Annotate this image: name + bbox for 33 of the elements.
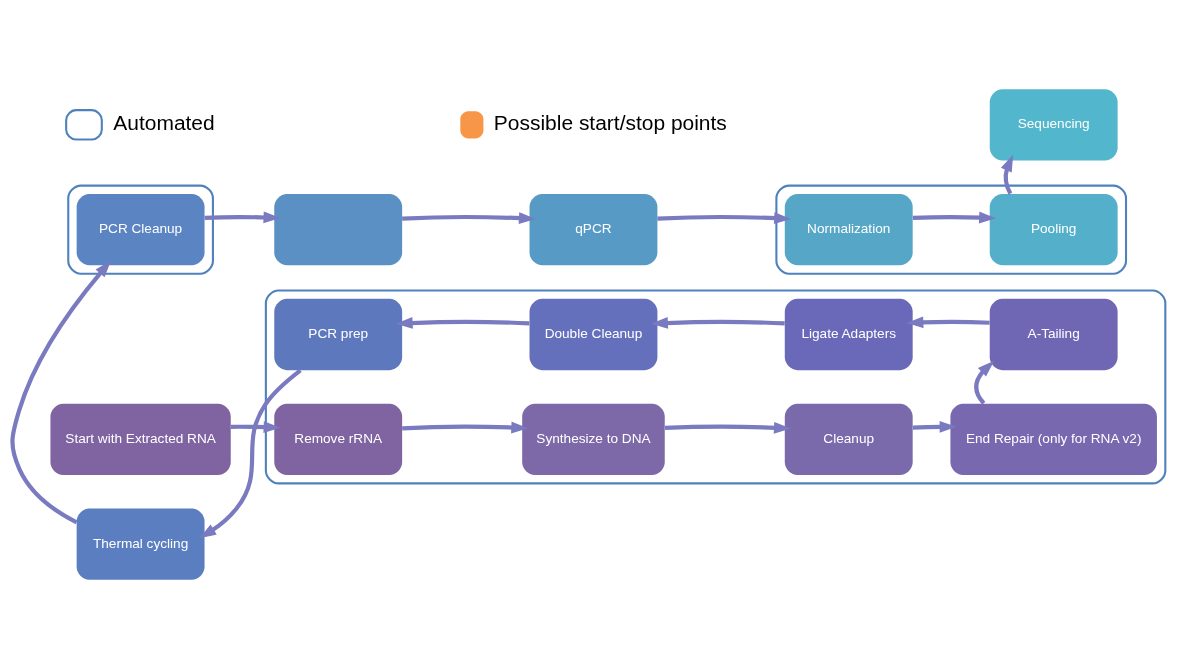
arrow [664, 421, 791, 434]
node-box [274, 194, 403, 266]
node-box: PCR Cleanup [76, 194, 205, 266]
arrow [395, 317, 530, 329]
cluster [67, 184, 214, 275]
node-box: Ligate Adapters [784, 298, 913, 371]
legend-label: Possible start/stop points [493, 111, 727, 135]
node-box: qPCR [529, 194, 658, 266]
node-box: Cleanup [784, 403, 913, 475]
arrow [912, 420, 957, 433]
arrow [912, 211, 996, 224]
node-box: Remove rRNA [274, 403, 403, 475]
node-box: PCR prep [274, 298, 403, 371]
arrow [199, 368, 302, 539]
node-box: Normalization [784, 194, 913, 266]
node-box: End Repair (only for RNA v2) [950, 403, 1157, 475]
arrow [657, 212, 791, 224]
arrow [402, 421, 529, 434]
arrow [10, 260, 111, 525]
arrow [204, 211, 281, 224]
arrow [402, 212, 536, 224]
arrow [1000, 154, 1014, 195]
node-box: A-Tailing [989, 298, 1118, 371]
node-box: Double Cleanup [529, 298, 658, 371]
node-box: Synthesize to DNA [522, 403, 665, 475]
arrow [230, 421, 281, 433]
node-box: Sequencing [989, 89, 1118, 161]
arrow [651, 317, 785, 329]
node-box: Pooling [989, 194, 1118, 266]
legend-label: Automated [113, 111, 215, 135]
node-box: Start with Extracted RNA [50, 403, 231, 475]
node-box: Thermal cycling [76, 508, 205, 580]
arrow [906, 316, 990, 329]
